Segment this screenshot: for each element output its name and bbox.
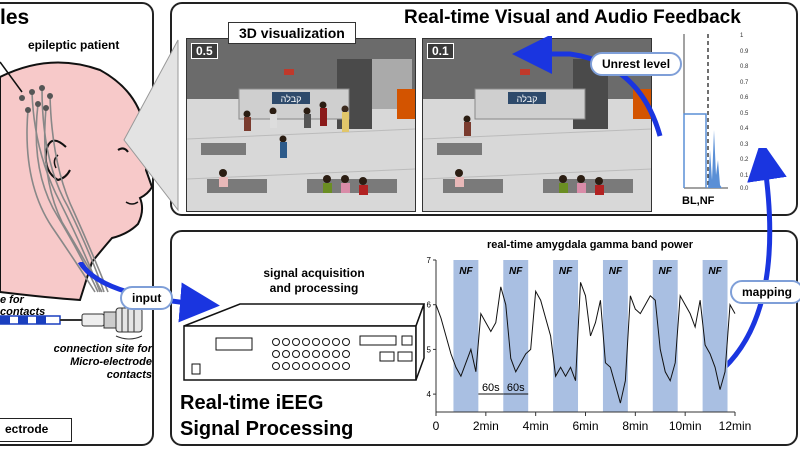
x-tick-label-0: 0 — [433, 419, 440, 433]
electrode-cable-illustration — [0, 307, 143, 340]
tick-00: 0.0 — [740, 186, 749, 192]
unrest-mini-chart: 1 0.9 0.8 0.7 0.6 0.5 0.4 0.3 0.2 0.1 0.… — [682, 33, 749, 207]
feedback-panel-title: Real-time Visual and Audio Feedback — [404, 7, 741, 28]
y-tick-label-3: 7 — [427, 256, 432, 265]
scene-1-unrest-badge: 0.5 — [191, 43, 218, 59]
micro-label-line2: Micro-electrode contacts — [70, 356, 152, 381]
processing-panel-title: Real-time iEEG Signal Processing — [180, 390, 353, 442]
processing-title-line2: Signal Processing — [180, 418, 354, 440]
mini-chart-ticks: 1 0.9 0.8 0.7 0.6 0.5 0.4 0.3 0.2 0.1 0.… — [740, 33, 749, 192]
input-arrow — [77, 262, 220, 323]
electrode-label: ectrode — [5, 422, 49, 436]
tick-05: 0.5 — [740, 111, 749, 117]
nf-block-1 — [453, 260, 479, 412]
tick-07: 0.7 — [740, 80, 749, 86]
unrest-arrow — [512, 36, 663, 137]
x-tick-label-4: 8min — [622, 419, 648, 433]
processing-title-line1: Real-time iEEG — [180, 392, 324, 414]
nf-block-5 — [652, 260, 678, 412]
device-label-line1: signal acquisition — [263, 266, 365, 280]
micro-label-line1: connection site for — [53, 343, 152, 355]
macro-label-line2: contacts — [0, 306, 46, 318]
tick-1: 1 — [740, 33, 744, 39]
nf-label-6: NF — [708, 266, 722, 277]
micro-contacts-label: connection site for Micro-electrode cont… — [22, 343, 152, 382]
nf-block-4 — [602, 260, 628, 412]
y-tick-label-2: 6 — [427, 301, 432, 310]
macro-contacts-label: e for contacts — [0, 294, 45, 318]
tick-03: 0.3 — [740, 142, 749, 148]
x-tick-label-6: 12min — [719, 419, 752, 433]
scene-2-unrest-badge: 0.1 — [427, 43, 454, 59]
patient-panel-title: les — [0, 6, 30, 29]
nf-label-5: NF — [659, 266, 673, 277]
unrest-level-label: Unrest level — [590, 52, 683, 76]
scene-1-sign: קבלה — [281, 94, 302, 104]
nf-block-3 — [553, 260, 579, 412]
chart-title: real-time amygdala gamma band power — [487, 239, 694, 251]
x-tick-label-3: 6min — [572, 419, 598, 433]
tick-06: 0.6 — [740, 95, 749, 101]
electrode-label-box: ectrode — [0, 418, 72, 442]
tick-02: 0.2 — [740, 157, 749, 163]
projection-cone — [123, 39, 179, 212]
x-tick-label-5: 10min — [669, 419, 702, 433]
nf-block-2 — [503, 260, 529, 412]
scene-1-render: קבלה — [187, 39, 415, 211]
gamma-power-chart: real-time amygdala gamma band power NF NF… — [427, 239, 752, 433]
tick-08: 0.8 — [740, 64, 749, 70]
mini-chart-bars — [683, 113, 722, 188]
tick-04: 0.4 — [740, 126, 749, 132]
scene-view-1: קבלה 0.5 — [186, 38, 416, 212]
nf-label-1: NF — [459, 266, 473, 277]
tick-01: 0.1 — [740, 173, 749, 179]
scene-2-sign: קבלה — [517, 94, 538, 104]
mapping-label: mapping — [730, 280, 800, 304]
mini-chart-xlabel: BL,NF — [682, 195, 715, 207]
gamma-power-series-1 — [435, 282, 736, 404]
y-tick-label-1: 5 — [427, 345, 432, 354]
interval-label-1: 60s — [482, 382, 500, 394]
nf-label-4: NF — [609, 266, 623, 277]
x-tick-label-2: 4min — [523, 419, 549, 433]
input-label: input — [120, 286, 174, 310]
nf-label-2: NF — [509, 266, 523, 277]
patient-label: epileptic patient — [28, 38, 120, 52]
nf-label-3: NF — [559, 266, 573, 277]
interval-label-2: 60s — [507, 382, 525, 394]
visualization-label: 3D visualization — [228, 22, 356, 44]
acquisition-device — [183, 303, 426, 381]
device-label: signal acquisition and processing — [254, 266, 374, 296]
patient-head-illustration — [0, 61, 154, 302]
macro-label-line1: e for — [0, 294, 24, 306]
device-label-line2: and processing — [269, 281, 359, 295]
nf-block-6 — [702, 260, 728, 412]
y-tick-label-0: 4 — [427, 390, 432, 399]
x-tick-label-1: 2min — [473, 419, 499, 433]
tick-09: 0.9 — [740, 49, 749, 55]
